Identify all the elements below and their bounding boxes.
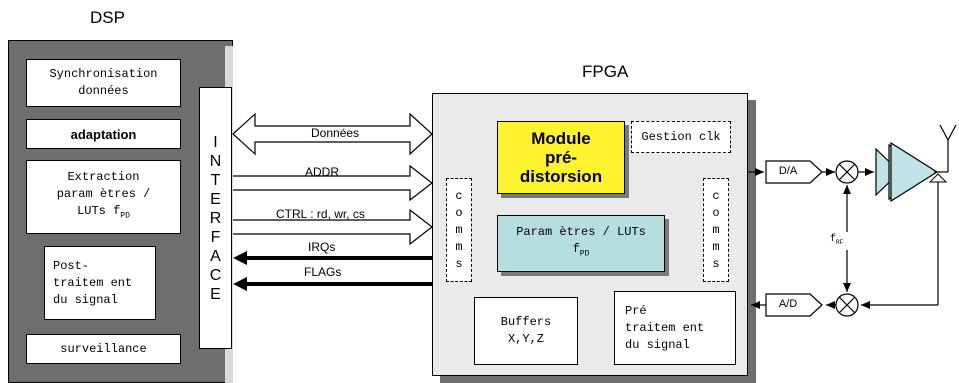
params-line2: fPD xyxy=(572,242,590,259)
amplifier-large-front xyxy=(890,141,939,203)
interface-letter-3: E xyxy=(210,190,221,208)
donnees-label: Données xyxy=(311,126,360,140)
module-line1: Module xyxy=(531,129,591,148)
buffers-line1: Buffers xyxy=(500,315,552,329)
extraction-line3: LUTs fPD xyxy=(77,204,130,221)
donnees-bus-arrow xyxy=(232,112,433,156)
comms-right-letter-3: m xyxy=(712,239,720,254)
da-block xyxy=(765,160,823,184)
interface-letter-2: T xyxy=(210,171,221,189)
buffers-block: Buffers X,Y,Z xyxy=(474,297,578,365)
sync-block: Synchronisation données xyxy=(26,59,181,107)
addr-label: ADDR xyxy=(305,165,340,179)
comms-right-letter-4: s xyxy=(712,256,720,271)
flags-arrowhead xyxy=(233,277,247,291)
interface-letter-8: E xyxy=(210,285,221,303)
interface-letter-6: A xyxy=(210,247,221,265)
module-line3: distorsion xyxy=(519,167,603,186)
amplifier-small-icon xyxy=(875,147,901,197)
mixer-down-cross2 xyxy=(838,296,856,314)
adaptation-label: adaptation xyxy=(70,126,137,142)
comms-left-letter-3: m xyxy=(455,239,463,254)
interface-letter-5: F xyxy=(210,228,221,246)
interface-letter-1: N xyxy=(209,152,222,170)
antenna-icon xyxy=(947,124,957,141)
interface-letter-4: R xyxy=(209,209,222,227)
module-predistorsion: Module pré- distorsion xyxy=(497,121,625,194)
gestion-clk-label: Gestion clk xyxy=(641,129,721,144)
ctrl-bus-arrow xyxy=(233,208,433,246)
irqs-label: IRQs xyxy=(308,240,336,254)
post-line2: traitem ent xyxy=(53,275,133,290)
dsp-title: DSP xyxy=(90,8,125,27)
params-line1: Param ètres / LUTs xyxy=(516,225,646,240)
gestion-clk-block: Gestion clk xyxy=(631,121,731,153)
module-line2: pré- xyxy=(544,148,578,167)
surveillance-block: surveillance xyxy=(26,334,181,364)
pretraitement-line2: traitem ent xyxy=(625,320,705,335)
extraction-line1: Extraction xyxy=(67,170,140,185)
pretraitement-block: Pré traitem ent du signal xyxy=(614,291,736,365)
comms-right-letter-2: m xyxy=(712,222,720,237)
comms-left-letter-1: o xyxy=(455,205,463,220)
pretraitement-line3: du signal xyxy=(625,337,690,352)
pretraitement-line1: Pré xyxy=(625,303,647,318)
frf-label: fRF xyxy=(830,234,844,246)
mixer-up-cross2 xyxy=(838,163,856,181)
ctrl-label: CTRL : rd, wr, cs xyxy=(276,207,365,221)
interface-letter-7: C xyxy=(209,266,222,284)
post-traitement-block: Post- traitem ent du signal xyxy=(44,246,156,320)
fpga-title: FPGA xyxy=(582,62,629,81)
sync-line1: Synchronisation xyxy=(49,67,158,81)
comms-left-letter-0: c xyxy=(455,188,463,203)
comms-left-letter-4: s xyxy=(455,256,463,271)
interface-letter-0: I xyxy=(213,133,218,151)
post-line3: du signal xyxy=(53,292,118,307)
addr-bus-arrow xyxy=(233,164,433,202)
comms-left-letter-2: m xyxy=(455,222,463,237)
buffers-line2: X,Y,Z xyxy=(507,332,544,346)
sync-line2: données xyxy=(78,84,129,98)
comms-right-letter-0: c xyxy=(712,188,720,203)
antenna-arm xyxy=(939,124,949,141)
flags-label: FLAGs xyxy=(304,265,342,279)
ad-label: A/D xyxy=(778,298,798,310)
surveillance-label: surveillance xyxy=(60,341,147,356)
irqs-arrowhead xyxy=(233,251,247,265)
extraction-line2: param ètres / xyxy=(56,187,151,202)
parametres-luts-block: Param ètres / LUTs fPD xyxy=(497,215,665,272)
da-label: D/A xyxy=(778,165,798,177)
post-line1: Post- xyxy=(53,258,90,273)
comms-right-letter-1: o xyxy=(712,205,720,220)
extraction-block: Extraction param ètres / LUTs fPD xyxy=(26,160,181,234)
adaptation-block: adaptation xyxy=(26,119,181,149)
